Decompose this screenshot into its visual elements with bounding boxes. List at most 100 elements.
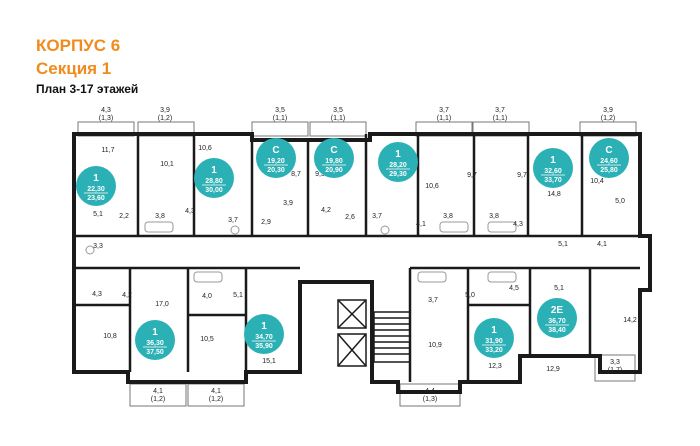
balcony-area-bottom: 3,3 [610,359,620,366]
room-area-label: 9,7 [467,172,477,179]
unit-badge-circle [589,138,629,178]
unit-area-total: 20,90 [325,167,343,174]
room-area-label: 10,6 [425,183,439,190]
unit-area-living: 31,90 [485,338,503,345]
room-area-label: 10,6 [198,145,212,152]
unit-area-living: 28,20 [389,162,407,169]
unit-badge[interactable]: 1 28,80 30,00 [194,158,234,198]
unit-type-label: 1 [152,327,158,338]
unit-area-total: 30,00 [205,187,223,194]
unit-badge-circle [537,298,577,338]
stair-elevator-core [337,299,411,367]
unit-type-label: 1 [491,325,497,336]
unit-badge-circle [314,138,354,178]
unit-type-label: 2Е [551,305,564,316]
room-area-label: 3,7 [228,217,238,224]
unit-area-living: 22,30 [87,186,105,193]
unit-area-total: 38,40 [548,327,566,334]
room-area-label: 4,2 [122,292,132,299]
room-area-label: 4,2 [321,207,331,214]
room-area-label: 14,8 [547,191,561,198]
unit-type-label: 1 [261,321,267,332]
room-area-label: 2,9 [261,219,271,226]
room-area-label: 10,4 [590,178,604,185]
labels-layer: 4,3(1,3)3,9(1,2)3,5(1,1)3,5(1,1)3,7(1,1)… [92,107,637,403]
balcony-area-reduced-bottom: (1,7) [608,367,622,374]
outer-walls [72,132,652,394]
unit-type-label: 1 [395,149,401,160]
room-area-label: 10,1 [160,161,174,168]
room-area-label: 4,0 [202,293,212,300]
unit-type-label: 1 [211,165,217,176]
balcony-area-bottom: 4,4 [425,388,435,395]
room-area-label: 10,9 [428,342,442,349]
room-area-label: 10,5 [200,336,214,343]
balcony-area-reduced-top: (1,1) [331,115,345,122]
interior-walls [74,134,640,382]
room-area-label: 15,1 [262,358,276,365]
balcony-area-bottom: 4,1 [211,388,221,395]
balcony-area-reduced-top: (1,3) [99,115,113,122]
unit-area-total: 29,30 [389,171,407,178]
balcony-area-reduced-top: (1,1) [273,115,287,122]
room-area-label: 5,0 [615,198,625,205]
unit-area-living: 28,80 [205,178,223,185]
balcony-area-reduced-top: (1,2) [601,115,615,122]
room-area-label: 10,8 [103,333,117,340]
room-area-label: 2,2 [119,213,129,220]
unit-type-label: 1 [550,155,556,166]
unit-badge-circle [244,314,284,354]
room-area-label: 3,3 [93,243,103,250]
balcony-area-reduced-top: (1,2) [158,115,172,122]
room-area-label: 17,0 [155,301,169,308]
balcony-area-reduced-top: (1,1) [493,115,507,122]
unit-badge-circle [533,148,573,188]
unit-area-living: 32,60 [544,168,562,175]
room-area-label: 3,7 [372,213,382,220]
room-area-label: 4,1 [597,241,607,248]
unit-badge-circle [194,158,234,198]
room-area-label: 4,3 [513,221,523,228]
room-area-label: 5,1 [233,292,243,299]
unit-area-total: 33,20 [485,347,503,354]
balcony-area-top: 3,7 [495,107,505,114]
unit-badge-circle [256,138,296,178]
balcony-area-top: 3,9 [603,107,613,114]
unit-area-living: 36,70 [548,318,566,325]
unit-type-label: С [605,145,612,156]
room-area-label: 8,7 [291,171,301,178]
room-area-label: 11,7 [101,147,114,154]
unit-area-total: 23,60 [87,195,105,202]
bathroom-fixtures [85,221,517,283]
floor-plan-subtitle: План 3-17 этажей [36,82,139,96]
balcony-area-top: 3,9 [160,107,170,114]
balcony-area-top: 3,7 [439,107,449,114]
balcony-area-reduced-bottom: (1,2) [209,396,223,403]
balcony-area-reduced-bottom: (1,2) [151,396,165,403]
room-area-label: 3,8 [443,213,453,220]
unit-badge[interactable]: 2Е 36,70 38,40 [537,298,577,338]
balcony-area-top: 4,3 [101,107,111,114]
room-area-label: 4,5 [509,285,519,292]
room-area-label: 3,9 [283,200,293,207]
unit-badge[interactable]: 1 28,20 29,30 [378,142,418,182]
unit-badge-circle [474,318,514,358]
unit-area-living: 36,30 [146,340,164,347]
room-area-label: 5,1 [558,241,568,248]
room-area-label: 3,7 [428,297,438,304]
unit-area-total: 25,80 [600,167,618,174]
balcony-area-top: 3,5 [333,107,343,114]
section-title: Секция 1 [36,59,112,78]
room-area-label: 12,3 [488,363,502,370]
room-area-label: 4,1 [416,221,426,228]
unit-badge[interactable]: 1 31,90 33,20 [474,318,514,358]
room-area-label: 5,1 [554,285,564,292]
